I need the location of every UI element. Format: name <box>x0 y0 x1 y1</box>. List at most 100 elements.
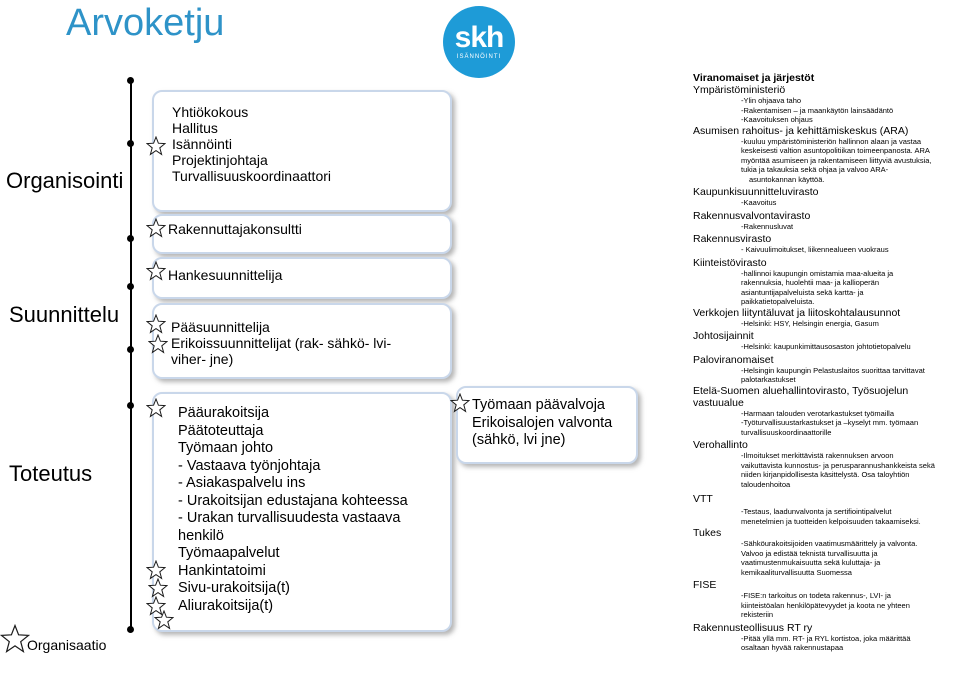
authority-detail: -Työturvallisuustarkastukset ja –kyselyt… <box>741 418 919 427</box>
star-icon <box>146 261 166 281</box>
authority-heading: Verkkojen liityntäluvat ja liitoskohtala… <box>693 306 901 319</box>
star-icon <box>146 596 166 616</box>
org-line: Turvallisuuskoordinaattori <box>172 168 331 184</box>
paasuunnittelija-line: Pääsuunnittelija <box>171 319 270 335</box>
timeline-dot <box>127 283 134 290</box>
authority-detail: kiinteistöalan henkilöpätevyydet ja koot… <box>741 600 910 610</box>
phase-toteutus: Toteutus <box>9 461 93 486</box>
authority-detail: - Kaivuulimoitukset, liikennealueen vuok… <box>741 245 889 254</box>
authority-heading-cont: vastuualue <box>693 396 744 409</box>
authority-heading: Rakennusvirasto <box>693 233 772 245</box>
authority-detail: turvallisuuskoordinaattorille <box>741 427 832 437</box>
authority-detail: -Kaavoituksen ohjaus <box>741 115 813 124</box>
box-hankesuunnittelija: Hankesuunnittelija <box>152 257 452 299</box>
timeline-dot <box>127 346 134 353</box>
star-icon <box>0 624 30 654</box>
authority-detail: -hallinnoi kaupungin omistamia maa-aluei… <box>741 268 894 278</box>
logo-subtext: ISÄNNÖINTI <box>456 54 502 60</box>
authority-detail: -Rakennusluvat <box>741 221 794 231</box>
authority-detail: menetelmien ja tuotteiden kelpoisuuden t… <box>741 516 921 526</box>
toteutus-line: Päätoteuttaja <box>178 422 264 439</box>
authority-detail: -Ylin ohjaava taho <box>741 96 802 105</box>
authorities-list: Viranomaiset ja järjestöt Ympäristöminis… <box>693 72 955 653</box>
authority-heading: Johtosijainnit <box>693 330 754 342</box>
authority-heading: FISE <box>693 579 717 591</box>
authority-detail: -Testaus, laadunvalvonta ja sertifiointi… <box>741 507 892 516</box>
timeline-line <box>130 80 132 632</box>
authority-detail: -Helsinki: HSY, Helsingin energia, Gasum <box>741 318 879 328</box>
box-valvonta: Työmaan päävalvoja Erikoisalojen valvont… <box>456 386 638 464</box>
toteutus-line: Sivu-urakoitsija(t) <box>178 580 290 596</box>
hankesuunnittelija-label: Hankesuunnittelija <box>168 267 283 283</box>
authority-detail: osaltaan hyvää rakennustapaa <box>741 643 844 652</box>
authority-detail: rekisteriin <box>741 610 774 619</box>
toteutus-line: Työmaan johto <box>178 440 274 456</box>
company-logo: skh ISÄNNÖINTI <box>443 6 515 78</box>
page-title: Arvoketju <box>66 2 225 44</box>
valvonta-line: Työmaan päävalvoja <box>472 397 605 413</box>
authority-heading: Etelä-Suomen aluehallintovirasto, Työsuo… <box>693 384 909 397</box>
footer-label: Organisaatio <box>27 637 107 653</box>
star-icon <box>146 218 166 238</box>
star-icon <box>154 610 174 630</box>
star-icon <box>148 334 168 354</box>
timeline-dot <box>127 77 134 84</box>
box-organisation: Yhtiökokous Hallitus Isännöinti Projekti… <box>152 90 452 212</box>
authority-detail: niiden kirjanpidollisesta käsittelystä. … <box>741 470 910 479</box>
timeline-dot <box>127 626 134 633</box>
authority-detail: -Helsingin kaupungin Pelastuslaitos suor… <box>741 365 925 375</box>
timeline-dot <box>127 235 134 242</box>
rakennuttajakonsultti-label: Rakennuttajakonsultti <box>168 221 302 237</box>
authority-heading: Verohallinto <box>693 439 748 451</box>
org-line: Yhtiökokous <box>172 104 249 120</box>
toteutus-line: Hankintatoimi <box>178 562 266 579</box>
authority-detail: -kuuluu ympäristöministeriön hallinnon a… <box>741 136 922 146</box>
toteutus-line: - Asiakaspalvelu ins <box>178 475 306 491</box>
star-icon <box>146 560 166 580</box>
authority-detail: -Rakentamisen – ja maankäytön lainsäädän… <box>741 105 894 115</box>
authority-detail: -Ilmoitukset merkittävistä rakennuksen a… <box>741 451 894 460</box>
paasuunnittelija-line: Erikoissuunnittelijat (rak- sähkö- lvi- <box>171 335 392 351</box>
authority-detail: Valvoo ja edistää teknistä turvallisuutt… <box>741 548 878 558</box>
star-icon <box>146 398 166 418</box>
authority-detail: -Helsinki: kaupunkimittausosaston johtot… <box>741 342 911 351</box>
authority-heading: Rakennusvalvontavirasto <box>693 209 811 222</box>
org-line: Hallitus <box>172 120 218 136</box>
box-rakennuttajakonsultti: Rakennuttajakonsultti <box>152 214 452 254</box>
valvonta-line: (sähkö, lvi jne) <box>472 432 566 448</box>
authority-heading: Ympäristöministeriö <box>693 84 786 96</box>
toteutus-line: - Urakan turvallisuudesta vastaava <box>178 510 401 526</box>
toteutus-line: Pääurakoitsija <box>178 405 270 421</box>
authority-detail: taloudenhoitoa <box>741 479 791 489</box>
star-icon <box>146 136 166 156</box>
phase-suunnittelu: Suunnittelu <box>9 302 120 327</box>
star-icon <box>450 393 470 413</box>
authority-detail: -Pitää yllä mm. RT- ja RYL kortistoa, jo… <box>741 633 911 643</box>
authority-detail: vaatimustenmukaisuutta sekä kuluttaja- j… <box>741 558 881 567</box>
box-paasuunnittelija: Pääsuunnittelija Erikoissuunnittelijat (… <box>152 303 452 379</box>
toteutus-line: Aliurakoitsija(t) <box>178 597 274 614</box>
authority-detail: palotarkastukset <box>741 375 796 384</box>
authority-detail: -Kaavoitus <box>741 198 777 207</box>
toteutus-line: - Vastaava työnjohtaja <box>178 457 321 474</box>
toteutus-line: - Urakoitsijan edustajana kohteessa <box>178 492 408 509</box>
authority-detail: vaikuttavista kunnostus- ja perusparannu… <box>741 460 935 470</box>
authority-heading: Kaupunkisuunnitteluvirasto <box>693 186 819 198</box>
star-icon <box>148 578 168 598</box>
timeline-dot <box>127 402 134 409</box>
logo-text: skh <box>454 21 505 54</box>
box-toteutus: Pääurakoitsija Päätoteuttaja Työmaan joh… <box>152 392 452 632</box>
authority-heading: VTT <box>693 493 713 505</box>
authority-detail: asiantuntijapalveluista sekä kartta- ja <box>741 287 864 297</box>
org-line: Isännöinti <box>172 136 232 152</box>
star-icon <box>146 314 166 334</box>
authority-detail: -Harmaan talouden verotarkastukset työma… <box>741 408 894 418</box>
org-line: Projektinjohtaja <box>172 152 268 168</box>
authority-heading: Paloviranomaiset <box>693 353 774 366</box>
toteutus-line: henkilö <box>178 527 224 544</box>
authority-heading: Viranomaiset ja järjestöt <box>693 72 815 84</box>
valvonta-line: Erikoisalojen valvonta <box>472 414 613 431</box>
authority-heading: Kiinteistövirasto <box>693 256 767 269</box>
timeline-dot <box>127 140 134 147</box>
authority-detail: keskeisesti valtion asuntopolitiikan toi… <box>741 146 930 155</box>
